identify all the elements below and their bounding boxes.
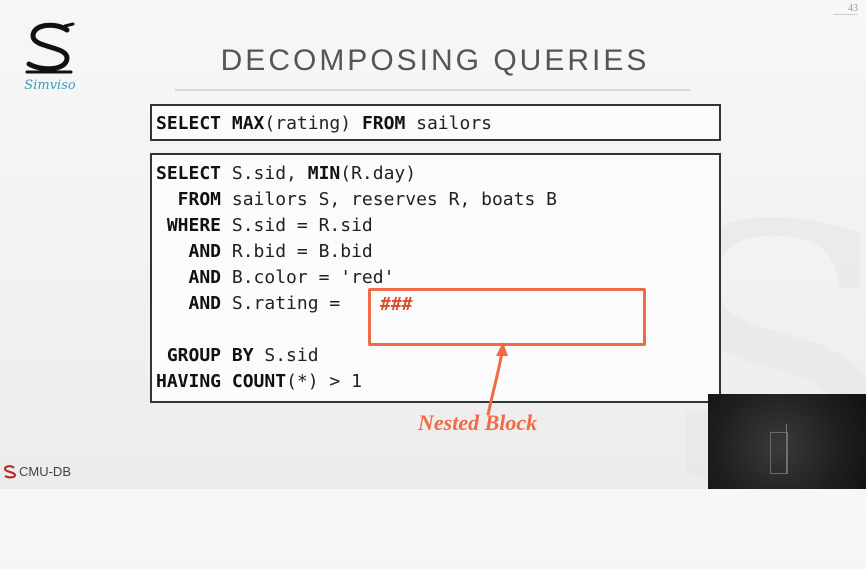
- query-line: AND S.rating =: [156, 291, 715, 317]
- nested-block-label: Nested Block: [418, 410, 538, 435]
- sql-text: [221, 113, 232, 134]
- sql-text: B.color = 'red': [221, 267, 395, 288]
- query-line: SELECT S.sid, MIN(R.day): [156, 161, 715, 187]
- slide-title: DECOMPOSING QUERIES: [220, 44, 650, 77]
- slide-number-rule: [833, 14, 858, 15]
- sql-text: S.sid,: [221, 163, 308, 184]
- sql-text: R.bid = B.bid: [221, 241, 373, 262]
- sql-keyword: SELECT: [156, 163, 222, 184]
- sql-keyword: COUNT: [231, 371, 287, 392]
- footer-brand-text: CMU-DB: [19, 464, 71, 479]
- simviso-s-logo-icon: [25, 22, 75, 74]
- sql-keyword: WHERE: [156, 215, 222, 236]
- cmu-db-logo-icon: [3, 464, 17, 478]
- sql-text: (rating): [264, 113, 362, 134]
- sql-keyword: AND: [156, 267, 222, 288]
- sql-keyword: MAX: [231, 113, 265, 134]
- main-query-box: SELECT S.sid, MIN(R.day) FROM sailors S,…: [150, 153, 721, 403]
- arrow-up-icon: [486, 342, 508, 416]
- query-line: FROM sailors S, reserves R, boats B: [156, 187, 715, 213]
- query-line: GROUP BY S.sid: [156, 343, 715, 369]
- title-underline: [175, 89, 690, 91]
- sql-text: S.sid: [253, 345, 319, 366]
- sql-keyword: FROM: [361, 113, 406, 134]
- sql-keyword: GROUP BY: [156, 345, 254, 366]
- nested-placeholder: ###: [380, 294, 413, 315]
- sql-text: sailors: [405, 113, 492, 134]
- logo-text: Simviso: [24, 78, 76, 93]
- footer-logo: CMU-DB: [3, 464, 71, 479]
- sql-text: S.rating =: [221, 293, 341, 314]
- presenter-video-thumbnail[interactable]: [708, 394, 866, 489]
- nested-block-highlight: [368, 288, 646, 346]
- query-line: AND B.color = 'red': [156, 265, 715, 291]
- sql-text: [221, 371, 232, 392]
- query-line: WHERE S.sid = R.sid: [156, 213, 715, 239]
- sql-keyword: SELECT: [156, 113, 222, 134]
- slide-number: 43: [848, 3, 858, 14]
- query-line: AND R.bid = B.bid: [156, 239, 715, 265]
- sql-keyword: AND: [156, 241, 222, 262]
- simple-query-box: SELECT MAX(rating) FROM sailors: [150, 104, 721, 141]
- simviso-logo: Simviso: [10, 20, 100, 110]
- sql-text: sailors S, reserves R, boats B: [221, 189, 557, 210]
- sql-keyword: HAVING: [156, 371, 222, 392]
- sql-text: (R.day): [340, 163, 417, 184]
- query-line: SELECT MAX(rating) FROM sailors: [156, 114, 715, 134]
- sql-keyword: AND: [156, 293, 222, 314]
- video-scene-figure: [786, 424, 787, 474]
- sql-text: (*) > 1: [286, 371, 362, 392]
- query-lines: SELECT S.sid, MIN(R.day) FROM sailors S,…: [156, 161, 715, 395]
- query-line: HAVING COUNT(*) > 1: [156, 369, 715, 395]
- sql-keyword: MIN: [307, 163, 341, 184]
- sql-text: S.sid = R.sid: [221, 215, 373, 236]
- video-scene-door: [770, 432, 788, 474]
- sql-keyword: FROM: [156, 189, 222, 210]
